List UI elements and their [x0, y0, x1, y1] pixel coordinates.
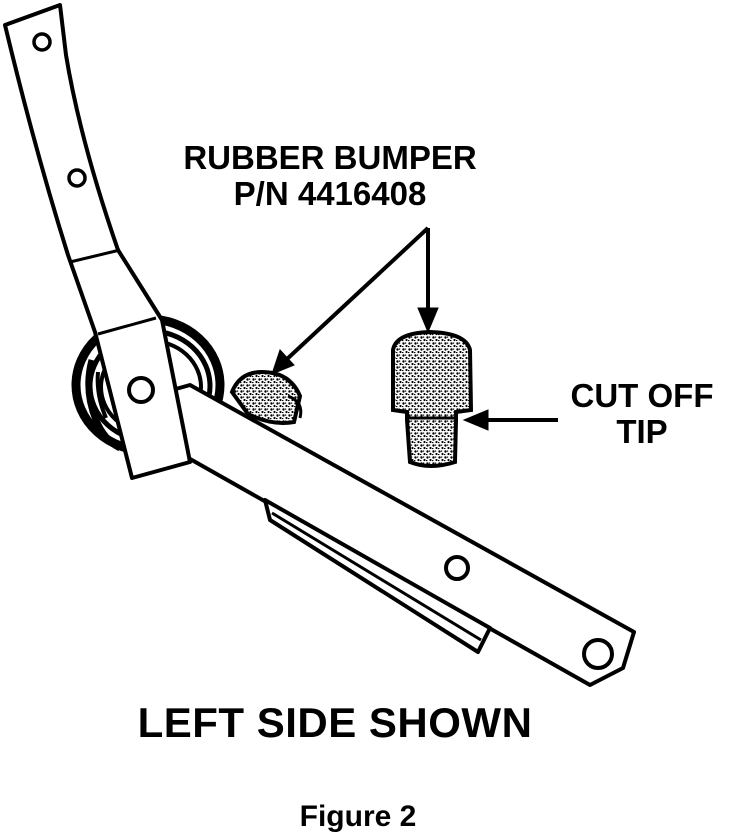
- upper-arm-hole-middle: [67, 168, 87, 188]
- bumper-detail: [391, 329, 474, 468]
- pivot-pin: [127, 376, 155, 404]
- arm-hole-middle: [444, 555, 470, 581]
- rubber-bumper-label: RUBBER BUMPER: [183, 139, 477, 176]
- leader-arrows: [271, 226, 558, 431]
- upper-arm-hole-top: [32, 32, 52, 52]
- tip-label: TIP: [616, 413, 668, 451]
- cut-off-label: CUT OFF: [570, 377, 714, 414]
- arm-hole-end: [582, 638, 614, 670]
- installed-bumper: [229, 369, 303, 425]
- part-number-label: P/N 4416408: [233, 175, 427, 213]
- cut-off-tip-callout: CUT OFF TIP: [552, 377, 732, 451]
- rubber-bumper-callout: RUBBER BUMPER P/N 4416408: [150, 139, 510, 213]
- upper-hinge-arm: [3, 3, 192, 480]
- lower-hinge-arm: [158, 383, 636, 687]
- figure-caption: Figure 2: [299, 800, 417, 833]
- left-side-shown-caption: LEFT SIDE SHOWN: [137, 699, 533, 746]
